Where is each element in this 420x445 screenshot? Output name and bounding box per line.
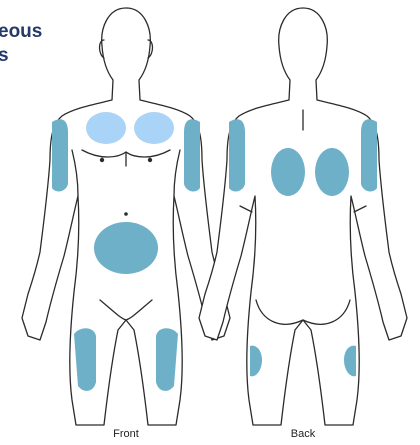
back-upper-back-left-site: [271, 148, 305, 196]
front-navel: [124, 212, 128, 216]
back-upper-back-right-site: [315, 148, 349, 196]
front-upper-chest-right-site: [134, 112, 174, 144]
back-upper-arm-right-site: [361, 119, 377, 191]
front-abdomen-site: [94, 222, 158, 274]
front-upper-arm-left-site: [52, 119, 68, 191]
back-label: Back: [291, 428, 315, 440]
front-label: Front: [113, 428, 139, 440]
front-figure: [22, 8, 230, 425]
front-left-nipple: [100, 158, 104, 162]
back-upper-arm-left-site: [229, 119, 245, 191]
front-upper-arm-right-site: [184, 119, 200, 191]
back-figure: [199, 8, 407, 425]
front-right-nipple: [148, 158, 152, 162]
back-body-outline: [199, 8, 407, 425]
front-body-outline: [22, 8, 230, 425]
front-upper-chest-left-site: [86, 112, 126, 144]
